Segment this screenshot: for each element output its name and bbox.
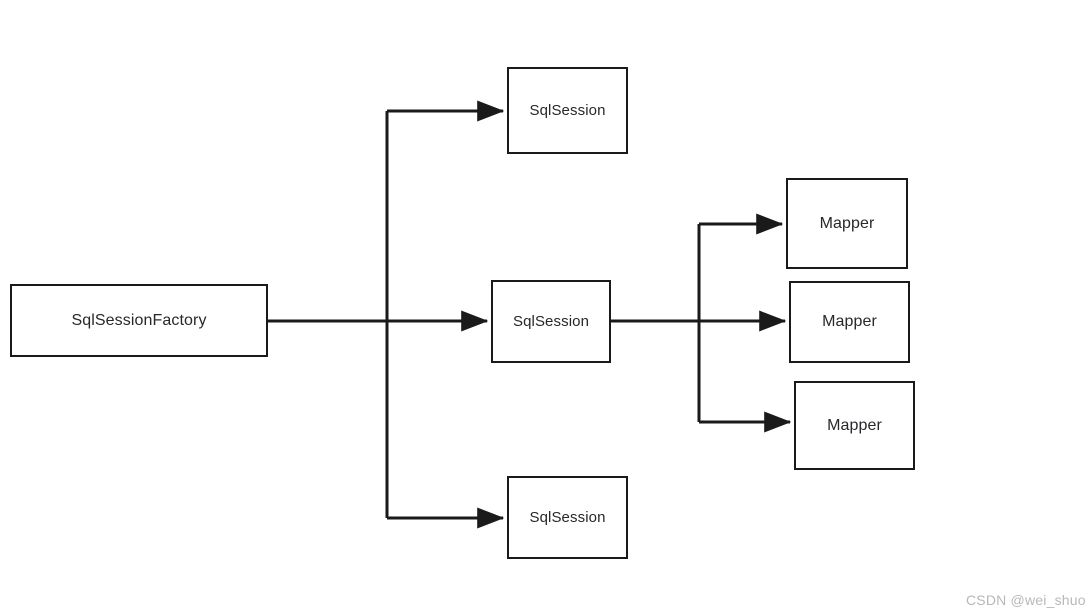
node-label-mapper-middle: Mapper (822, 313, 877, 330)
node-sqlsessionfactory[interactable]: SqlSessionFactory (10, 284, 268, 357)
node-mapper-bottom[interactable]: Mapper (794, 381, 915, 470)
node-label-sqlsession-bottom: SqlSession (529, 509, 606, 526)
node-label-mapper-top: Mapper (819, 214, 875, 232)
node-sqlsession-middle[interactable]: SqlSession (491, 280, 611, 363)
node-mapper-top[interactable]: Mapper (786, 178, 908, 269)
node-label-mapper-bottom: Mapper (827, 416, 882, 434)
node-label-sqlsession-middle: SqlSession (512, 313, 590, 330)
watermark: CSDN @wei_shuo (966, 592, 1086, 608)
node-label-sqlsession-top: SqlSession (529, 102, 606, 119)
node-sqlsession-bottom[interactable]: SqlSession (507, 476, 628, 559)
node-label-sqlsessionfactory: SqlSessionFactory (71, 311, 207, 329)
node-sqlsession-top[interactable]: SqlSession (507, 67, 628, 154)
node-mapper-middle[interactable]: Mapper (789, 281, 910, 363)
